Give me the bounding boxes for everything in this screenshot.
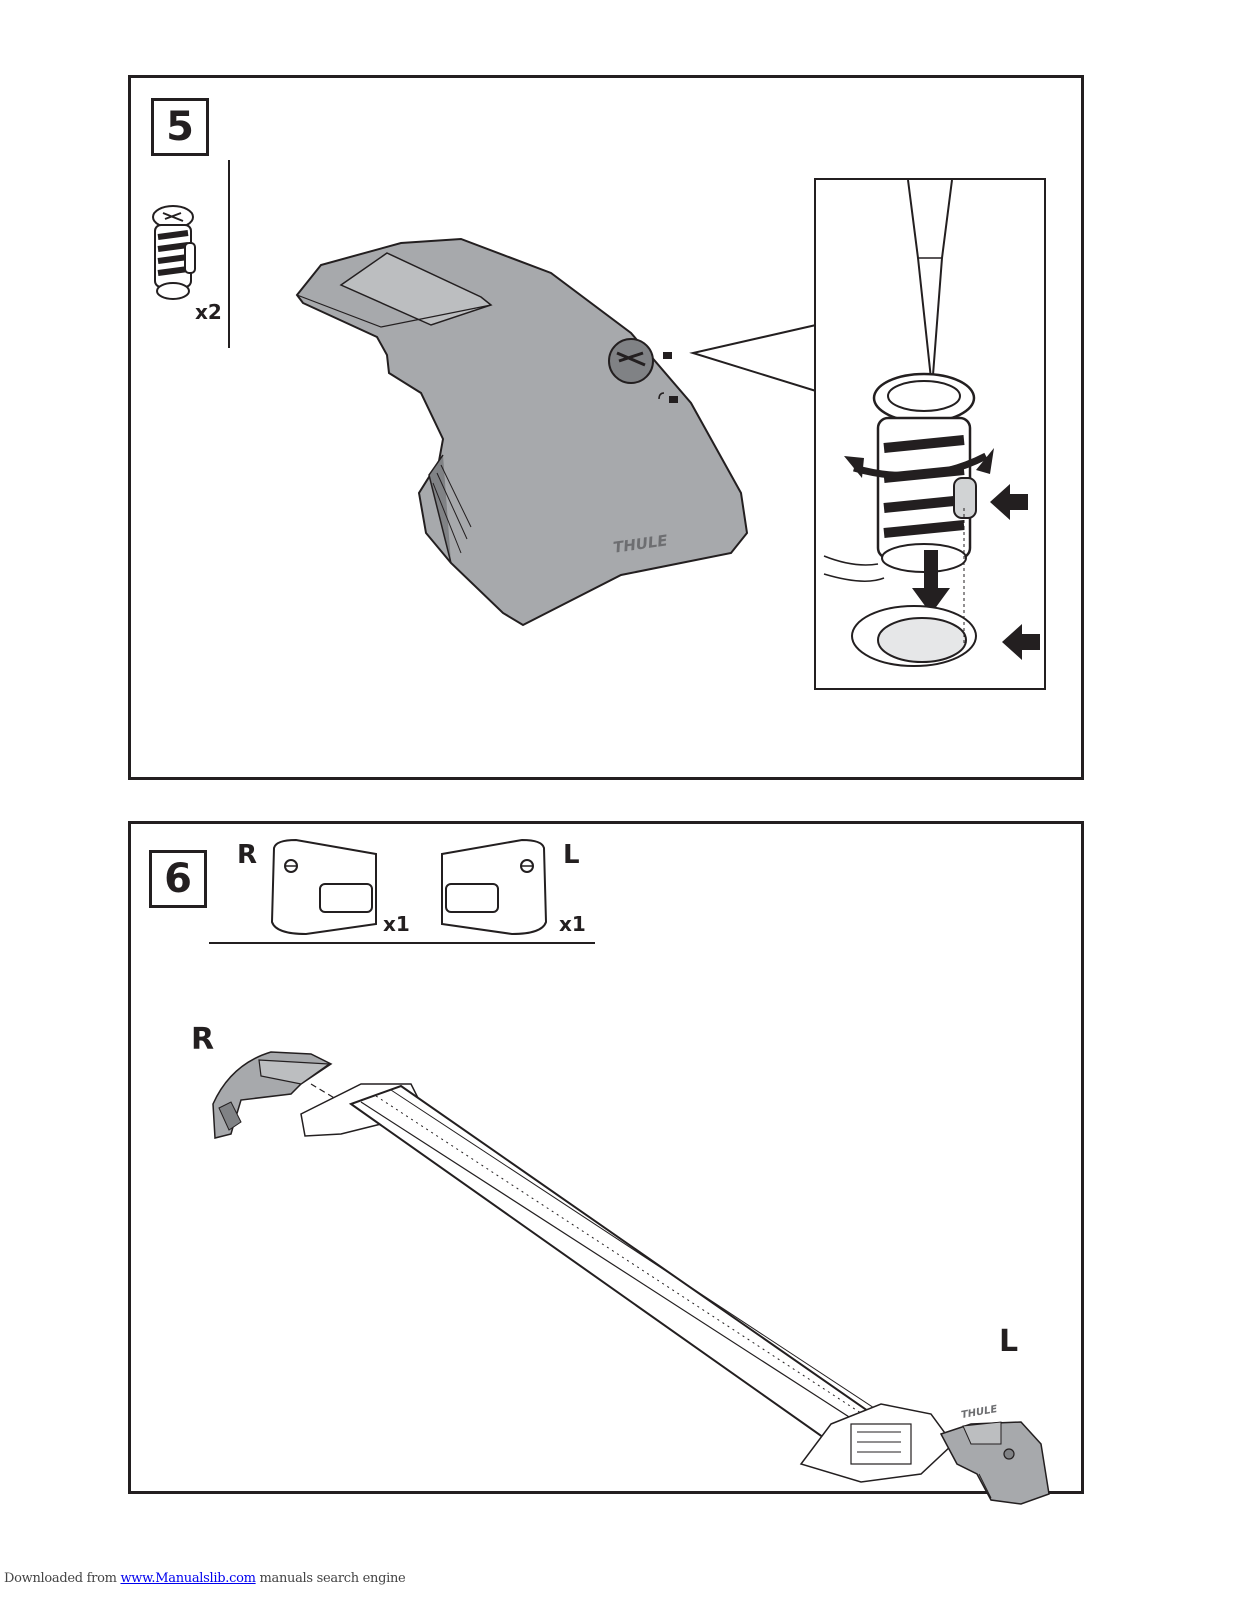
step-number-6: 6 — [149, 850, 207, 908]
parts-divider — [228, 160, 230, 348]
part-quantity-x2: x2 — [195, 300, 222, 324]
cap-right-label: R — [237, 840, 258, 870]
roof-bar-assembly — [212, 1051, 1050, 1505]
parts-divider — [209, 942, 595, 944]
download-footer: Downloaded from www.Manualslib.com manua… — [4, 1571, 406, 1586]
detail-inset — [814, 178, 1046, 690]
end-cap-right-icon — [270, 838, 377, 936]
arrow-left-icon — [990, 484, 1028, 520]
assembly-right-label: R — [191, 1022, 215, 1057]
step-5-panel: 5 x2 THULE — [128, 75, 1084, 780]
assembly-left-label: L — [999, 1324, 1019, 1359]
callout-pointer — [689, 324, 817, 392]
cap-left-quantity: x1 — [559, 912, 586, 936]
cap-right-quantity: x1 — [383, 912, 410, 936]
step-6-panel: 6 R x1 L x1 R L — [128, 821, 1084, 1505]
manualslib-link[interactable]: www.Manualslib.com — [120, 1571, 256, 1586]
footer-prefix: Downloaded from — [4, 1571, 121, 1586]
cap-left-label: L — [563, 840, 580, 870]
arrow-left-icon — [1002, 624, 1040, 660]
arrow-down-icon — [912, 550, 950, 614]
end-cap-left-icon — [441, 838, 548, 936]
footer-suffix: manuals search engine — [255, 1571, 406, 1586]
foot-cover-illustration — [295, 237, 749, 627]
lock-cylinder-icon — [152, 205, 196, 300]
step-number-5: 5 — [151, 98, 209, 156]
